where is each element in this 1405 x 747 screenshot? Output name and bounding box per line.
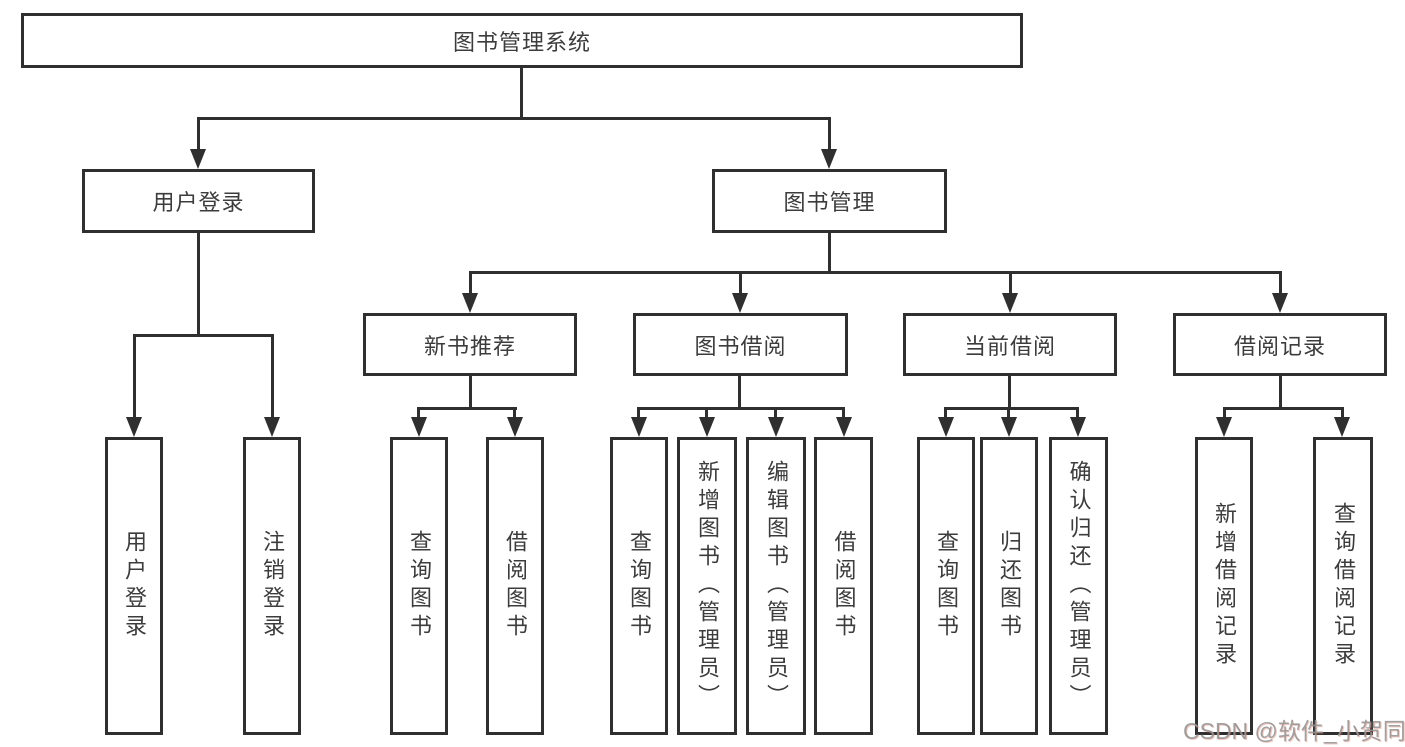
connector-records-rail: [1223, 407, 1344, 410]
arrow-down-icon: [264, 417, 280, 437]
node-user-login-label: 用户登录: [152, 190, 245, 215]
connector-borrow-stem: [738, 373, 741, 410]
connector-level2-rail: [197, 117, 831, 120]
connector-current-rail: [944, 407, 1079, 410]
connector-drop: [469, 271, 472, 297]
connector-drop: [513, 407, 516, 421]
leaf-logout-label: 注销登录: [260, 530, 285, 642]
connector-drop: [1279, 271, 1282, 297]
leaf-record-add-label: 新增借阅记录: [1212, 502, 1237, 670]
node-borrow-records-label: 借阅记录: [1233, 333, 1326, 359]
leaf-borrow-edit-books-admin: 编辑图书（管理员）: [746, 437, 806, 735]
connector-current-stem: [1008, 373, 1011, 410]
node-user-login: 用户登录: [82, 169, 315, 233]
leaf-newbook-borrow-books-label: 借阅图书: [503, 530, 528, 642]
leaf-newbook-query-books: 查询图书: [390, 437, 448, 735]
connector-drop: [417, 407, 420, 421]
node-borrow-records: 借阅记录: [1173, 313, 1387, 376]
arrow-down-icon: [699, 417, 715, 437]
connector-drop: [774, 407, 777, 421]
arrow-down-icon: [462, 293, 478, 313]
arrow-down-icon: [1334, 417, 1350, 437]
leaf-borrow-borrow-books-label: 借阅图书: [831, 530, 857, 642]
connector-drop: [271, 334, 274, 420]
connector-drop: [1223, 407, 1226, 421]
leaf-current-query-books-label: 查询图书: [934, 530, 959, 642]
leaf-newbook-query-books-label: 查询图书: [407, 530, 432, 642]
node-book-borrow-label: 图书借阅: [694, 333, 787, 359]
connector-root-stem: [520, 65, 523, 119]
connector-drop: [944, 407, 947, 421]
connector-records-stem: [1279, 373, 1282, 410]
connector-user-login-drop: [197, 117, 200, 153]
node-new-book-recommend: 新书推荐: [363, 313, 577, 376]
leaf-user-login: 用户登录: [105, 437, 163, 735]
arrow-down-icon: [768, 417, 784, 437]
leaf-record-query-label: 查询借阅记录: [1331, 502, 1356, 670]
node-current-borrow-label: 当前借阅: [963, 333, 1056, 359]
leaf-current-confirm-return-admin: 确认归还（管理员）: [1049, 437, 1108, 735]
connector-drop: [1009, 271, 1012, 297]
leaf-user-login-label: 用户登录: [122, 530, 147, 642]
leaf-newbook-borrow-books: 借阅图书: [486, 437, 544, 735]
connector-drop: [1341, 407, 1344, 421]
leaf-record-query: 查询借阅记录: [1313, 437, 1373, 735]
leaf-current-return-books-label: 归还图书: [997, 530, 1022, 642]
connector-drop: [637, 407, 640, 421]
arrow-down-icon: [821, 149, 837, 169]
connector-newbook-stem: [469, 373, 472, 410]
connector-borrow-rail: [637, 407, 845, 410]
connector-level3-rail: [469, 271, 1282, 274]
csdn-watermark: CSDN @软件_小贺同学: [1183, 718, 1405, 744]
leaf-borrow-query-books: 查询图书: [610, 437, 668, 735]
connector-book-mgmt-stem: [828, 230, 831, 274]
leaf-borrow-query-books-label: 查询图书: [627, 530, 652, 642]
connector-drop: [705, 407, 708, 421]
node-book-borrow: 图书借阅: [633, 313, 848, 376]
node-new-book-recommend-label: 新书推荐: [423, 333, 516, 359]
arrow-down-icon: [507, 417, 523, 437]
connector-user-login-stem: [197, 230, 200, 337]
connector-drop: [842, 407, 845, 421]
arrow-down-icon: [732, 293, 748, 313]
arrow-down-icon: [1272, 293, 1288, 313]
node-book-management-label: 图书管理: [783, 190, 876, 215]
leaf-current-return-books: 归还图书: [980, 437, 1038, 735]
arrow-down-icon: [1002, 293, 1018, 313]
leaf-logout: 注销登录: [243, 437, 301, 735]
connector-drop: [1076, 407, 1079, 421]
arrow-down-icon: [1070, 417, 1086, 437]
node-library-system-label: 图书管理系统: [452, 29, 591, 55]
arrow-down-icon: [631, 417, 647, 437]
arrow-down-icon: [1216, 417, 1232, 437]
connector-drop: [1007, 407, 1010, 421]
node-book-management: 图书管理: [712, 169, 947, 233]
leaf-borrow-add-books-admin-label: 新增图书（管理员）: [695, 460, 720, 712]
arrow-down-icon: [411, 417, 427, 437]
leaf-borrow-edit-books-admin-label: 编辑图书（管理员）: [764, 460, 789, 712]
node-current-borrow: 当前借阅: [903, 313, 1117, 376]
connector-newbook-rail: [417, 407, 517, 410]
leaf-borrow-add-books-admin: 新增图书（管理员）: [677, 437, 737, 735]
leaf-borrow-borrow-books: 借阅图书: [814, 437, 873, 735]
arrow-down-icon: [938, 417, 954, 437]
arrow-down-icon: [126, 417, 142, 437]
leaf-current-confirm-return-admin-label: 确认归还（管理员）: [1066, 460, 1092, 712]
arrow-down-icon: [1001, 417, 1017, 437]
connector-drop: [133, 334, 136, 420]
node-library-system: 图书管理系统: [21, 13, 1023, 68]
leaf-current-query-books: 查询图书: [917, 437, 975, 735]
arrow-down-icon: [190, 149, 206, 169]
leaf-record-add: 新增借阅记录: [1195, 437, 1253, 735]
connector-drop: [739, 271, 742, 297]
arrow-down-icon: [836, 417, 852, 437]
connector-user-login-rail: [133, 334, 274, 337]
connector-book-mgmt-drop: [828, 117, 831, 153]
